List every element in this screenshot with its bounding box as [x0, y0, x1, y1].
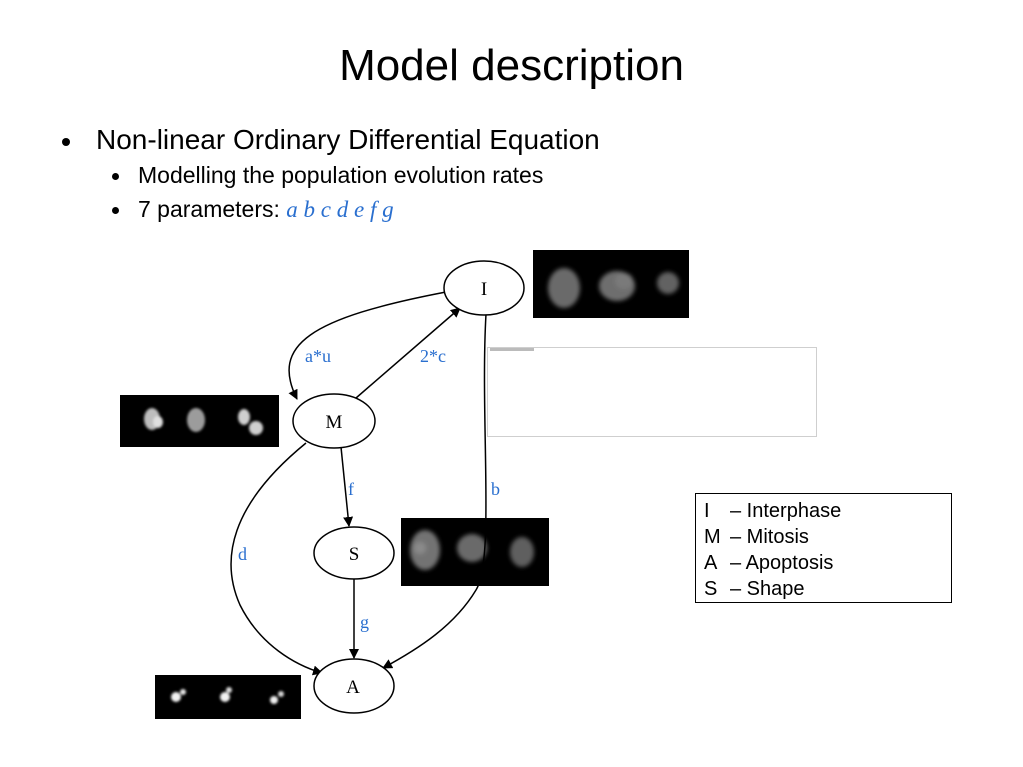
edge-label-m-to-a: d: [238, 544, 247, 564]
interphase-cell-images: [533, 250, 689, 318]
legend-row: I – Interphase: [704, 498, 951, 524]
node-i: [443, 260, 525, 316]
parameter-list: a b c d e f g: [286, 197, 394, 222]
edge-label-m-to-s: f: [348, 479, 354, 499]
legend-code: A: [704, 552, 718, 574]
legend-code: I: [704, 500, 710, 522]
edge-m-to-s: [340, 446, 354, 527]
bullet-dot-icon: [112, 207, 119, 214]
legend-row: A – Apoptosis: [704, 550, 951, 576]
legend-row: M – Mitosis: [704, 524, 951, 550]
legend-text: – Mitosis: [730, 526, 809, 548]
bullet-sub-2: 7 parameters: a b c d e f g: [58, 194, 600, 228]
empty-image-placeholder: [487, 347, 817, 437]
bullet-main: Non-linear Ordinary Differential Equatio…: [58, 122, 600, 160]
edge-label-m-to-i: 2*c: [420, 346, 446, 366]
bullet-dot-icon: [112, 173, 119, 180]
edge-m-to-a: [230, 442, 323, 676]
apoptosis-cell-images: [155, 675, 301, 719]
legend-text: – Shape: [730, 578, 805, 600]
legend-text: – Interphase: [730, 500, 842, 522]
edge-i-to-a: [382, 313, 487, 669]
bullet-dot-icon: [62, 138, 70, 146]
edge-i-to-m: [288, 291, 447, 400]
node-m: [292, 393, 376, 449]
slide-title: Model description: [339, 41, 684, 90]
edge-label-i-to-a: b: [491, 479, 500, 499]
legend-code: M: [704, 526, 721, 548]
node-a: [313, 658, 395, 714]
legend-row: S – Shape: [704, 576, 951, 602]
bullet-sub-1: Modelling the population evolution rates: [58, 160, 600, 194]
edge-label-i-to-m: a*u: [305, 346, 331, 366]
legend-code: S: [704, 578, 718, 600]
bullet-sub-1-text: Modelling the population evolution rates: [138, 162, 544, 188]
bullet-list: Non-linear Ordinary Differential Equatio…: [58, 122, 600, 228]
legend-box: I – Interphase M – Mitosis A – Apoptosis S–…: [695, 493, 952, 603]
edge-m-to-i: [355, 307, 461, 399]
node-m-label: M: [326, 412, 343, 433]
edge-label-s-to-a: g: [360, 612, 369, 632]
node-s-label: S: [349, 544, 360, 565]
node-i-label: I: [481, 279, 487, 300]
node-s: [313, 526, 395, 580]
shape-cell-images: [401, 518, 549, 586]
mitosis-cell-images: [120, 395, 279, 447]
node-a-label: A: [346, 677, 360, 698]
bullet-sub-2-prefix: 7 parameters:: [138, 196, 287, 222]
legend-text: – Apoptosis: [730, 552, 834, 574]
bullet-main-text: Non-linear Ordinary Differential Equatio…: [96, 124, 600, 155]
